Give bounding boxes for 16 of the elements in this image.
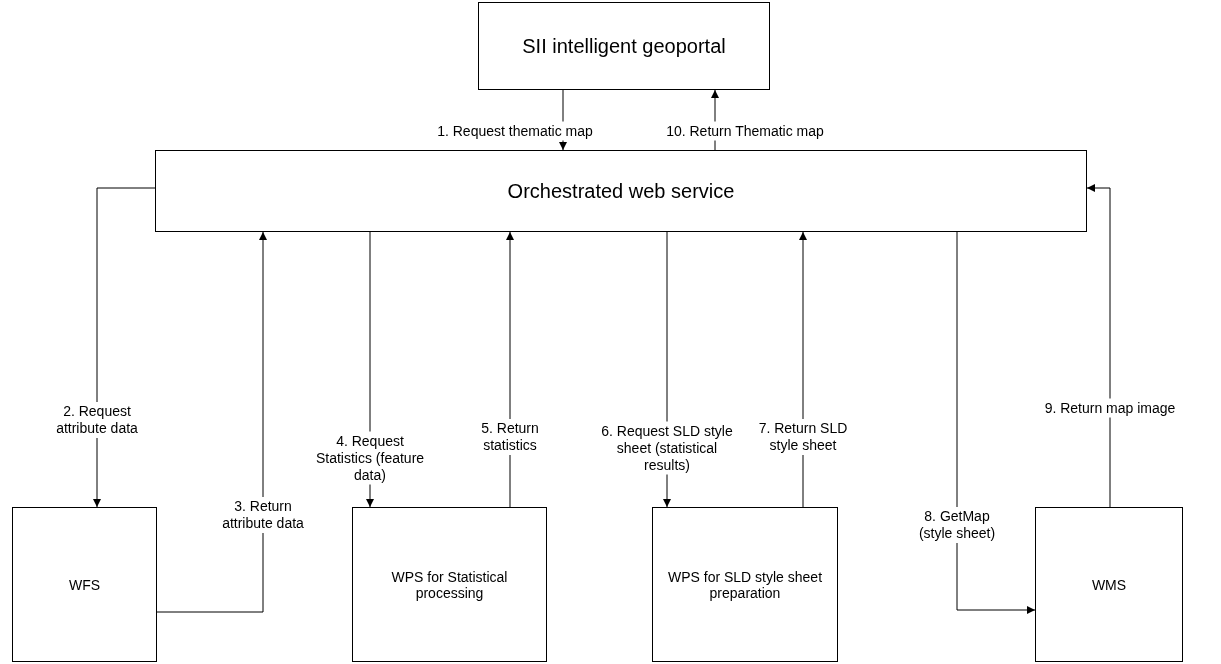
- process-box: [12, 507, 157, 662]
- process-box: [478, 2, 770, 90]
- node-label: WFS: [68, 576, 101, 593]
- process-box: [1035, 507, 1183, 662]
- node-label: SII intelligent geoportal: [522, 34, 726, 58]
- arrow: [1086, 184, 1111, 508]
- node-label: WPS for SLD style sheet preparation: [667, 568, 823, 601]
- node-label: Orchestrated web service: [507, 179, 735, 203]
- process-box: [352, 507, 547, 662]
- process-box: [155, 150, 1087, 232]
- node-label: WMS: [1091, 576, 1127, 593]
- process-box: [652, 507, 838, 662]
- node-label: WPS for Statistical processing: [390, 568, 509, 601]
- arrow: [156, 231, 267, 613]
- arrow: [93, 187, 156, 508]
- arrow: [956, 231, 1036, 614]
